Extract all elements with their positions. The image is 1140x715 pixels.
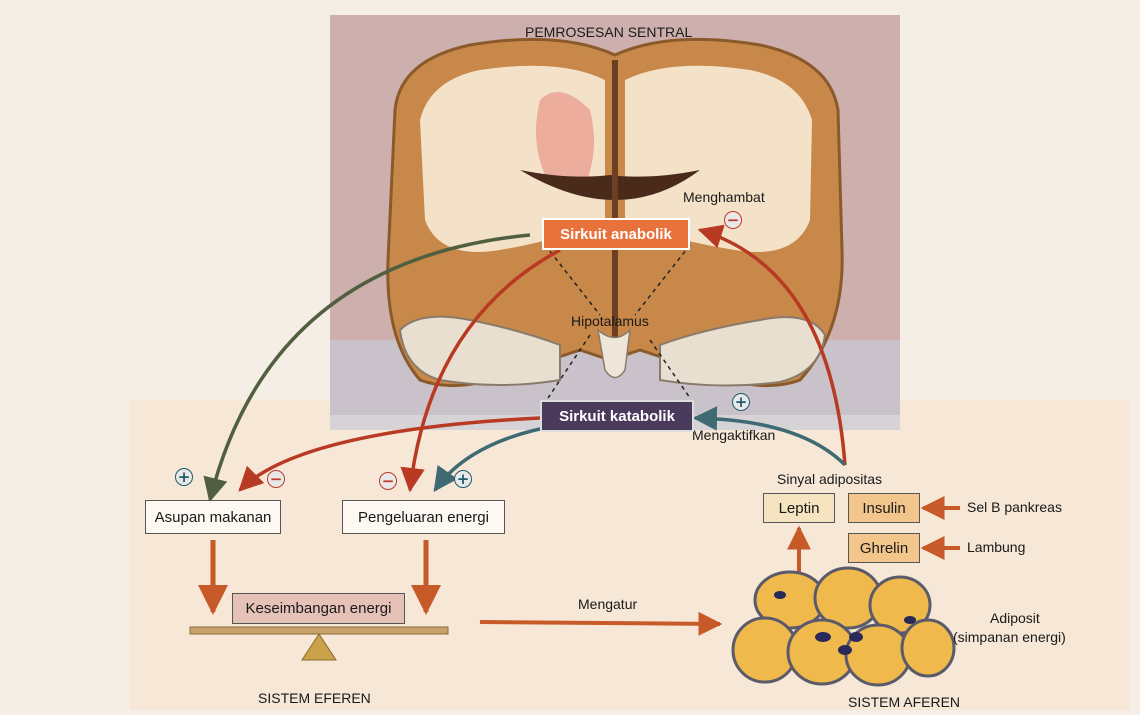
label-adipocyte: Adiposit: [990, 610, 1040, 626]
adipocyte-cluster: [733, 568, 954, 685]
label-afferent-system: SISTEM AFEREN: [848, 694, 960, 710]
label-adipocyte-sub: (simpanan energi): [953, 629, 1066, 645]
energy-balance-box: Keseimbangan energi: [232, 593, 405, 624]
label-hypothalamus: Hipotalamus: [571, 313, 649, 329]
label-stomach: Lambung: [967, 539, 1025, 555]
brain-illustration: [388, 39, 842, 385]
leptin-box: Leptin: [763, 493, 835, 523]
balance-beam: [190, 627, 448, 634]
page-title: PEMROSESAN SENTRAL: [525, 24, 692, 40]
label-efferent-system: SISTEM EFEREN: [258, 690, 371, 706]
intake-minus-sign: −: [267, 470, 285, 488]
food-intake-box: Asupan makanan: [145, 500, 281, 534]
expenditure-plus-sign: +: [454, 470, 472, 488]
catabolic-circuit-box: Sirkuit katabolik: [540, 400, 694, 432]
label-pancreas: Sel B pankreas: [967, 499, 1062, 515]
label-adiposity-signals: Sinyal adipositas: [777, 471, 882, 487]
intake-plus-sign: +: [175, 468, 193, 486]
expenditure-minus-sign: −: [379, 472, 397, 490]
inhibit-minus-sign: −: [724, 211, 742, 229]
activate-plus-sign: +: [732, 393, 750, 411]
label-regulate: Mengatur: [578, 596, 637, 612]
ghrelin-box: Ghrelin: [848, 533, 920, 563]
insulin-box: Insulin: [848, 493, 920, 523]
label-inhibit: Menghambat: [683, 189, 765, 205]
label-activate: Mengaktifkan: [692, 427, 775, 443]
energy-expenditure-box: Pengeluaran energi: [342, 500, 505, 534]
anabolic-circuit-box: Sirkuit anabolik: [542, 218, 690, 250]
arrow-regulate: [480, 622, 720, 624]
